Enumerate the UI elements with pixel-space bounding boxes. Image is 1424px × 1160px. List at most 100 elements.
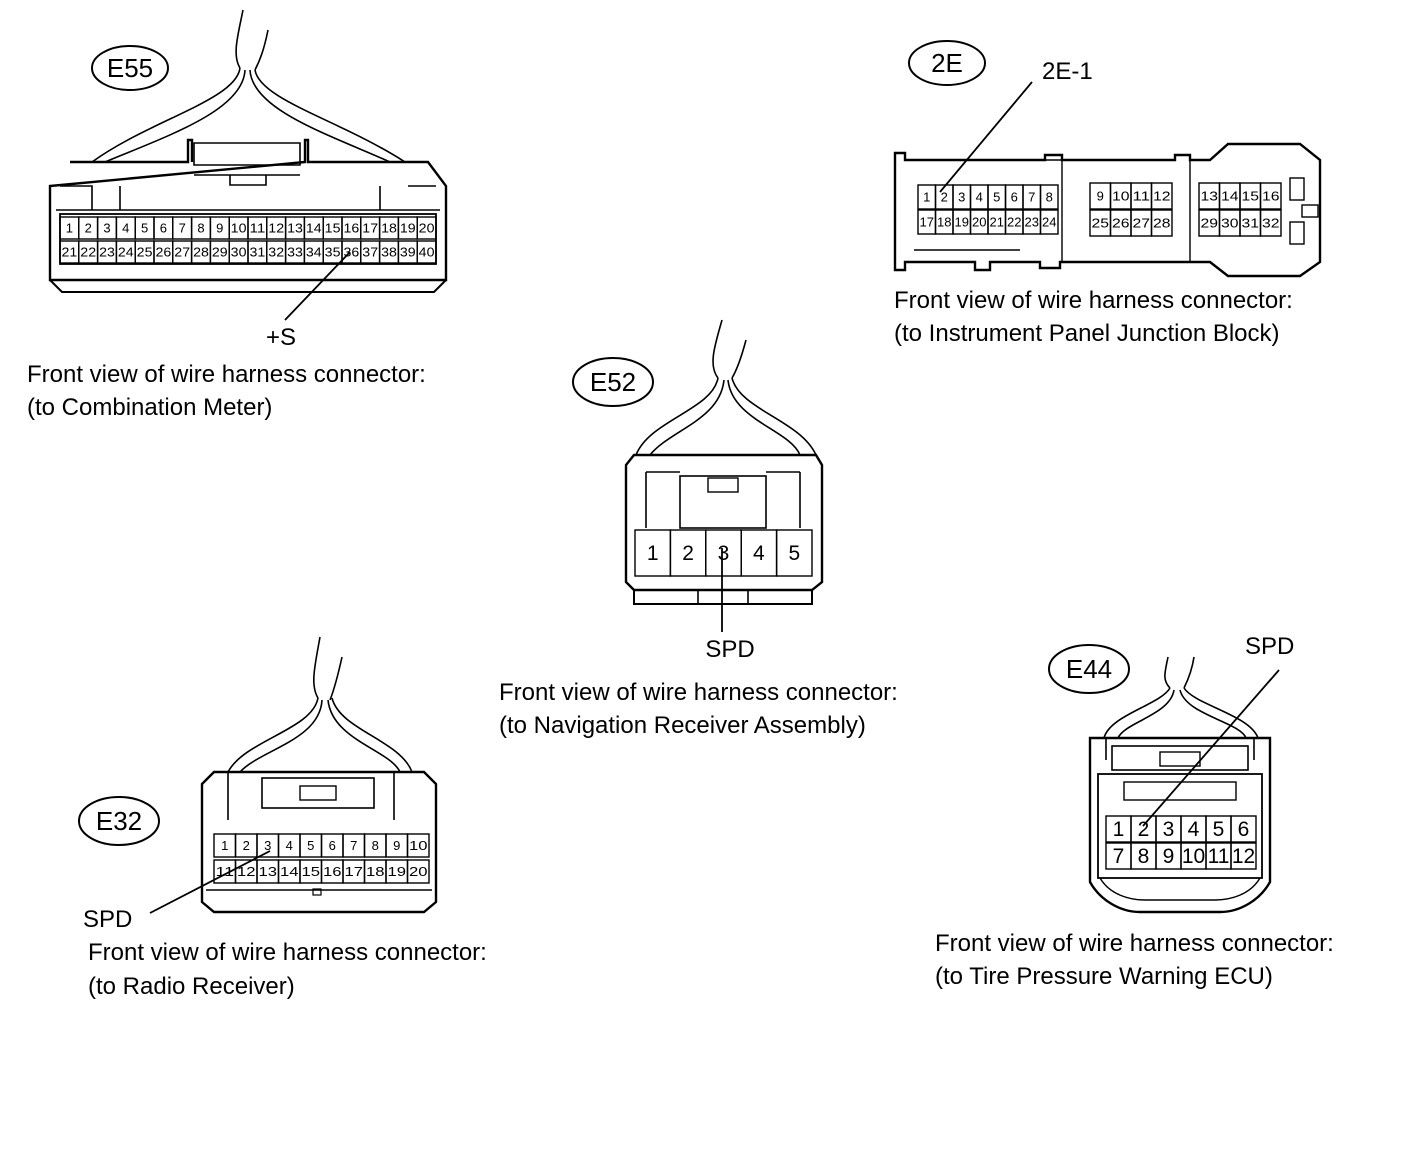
e55-pin-label: 9 (216, 221, 223, 236)
e55-pin-label: 14 (306, 221, 322, 236)
e44-connector-id: E44 (1066, 654, 1112, 684)
e55-pin-label: 12 (268, 221, 284, 236)
e44-pin-label: 12 (1232, 845, 1255, 868)
2e-caption-line1: Front view of wire harness connector: (894, 287, 1293, 314)
e55-pin-label: 24 (118, 245, 134, 260)
e44-pin-label: 3 (1163, 818, 1175, 841)
e55-pin-label: 13 (287, 221, 303, 236)
2e-pin-label: 26 (1112, 216, 1130, 231)
e55-pin-label: 30 (231, 245, 247, 260)
2e-pin-label: 24 (1042, 215, 1057, 230)
2e-pin-label: 23 (1025, 215, 1040, 230)
e44-pin-label: 5 (1213, 818, 1225, 841)
e55-pin-label: 39 (400, 245, 416, 260)
e55-pin-label: 11 (250, 221, 266, 236)
e52-connector-id: E52 (590, 367, 636, 397)
e44-caption-line1: Front view of wire harness connector: (935, 930, 1334, 957)
e44-pin-label: 8 (1138, 845, 1150, 868)
2e-pin-label: 12 (1153, 189, 1171, 204)
e44-pin-label: 1 (1113, 818, 1125, 841)
2e-pin-label: 15 (1242, 189, 1260, 204)
e32-pin-label: 4 (286, 838, 293, 853)
e44-pin-label: 4 (1188, 818, 1200, 841)
2e-connector-id: 2E (931, 48, 963, 78)
2e-pin-label: 4 (976, 190, 983, 205)
2e-pin-label: 10 (1112, 189, 1130, 204)
2e-pin-label: 5 (993, 190, 1000, 205)
2e-pin-label: 25 (1092, 216, 1110, 231)
e55-pin-label: 40 (419, 245, 435, 260)
e55-pin-label: 27 (174, 245, 190, 260)
e32-pin-label: 19 (388, 864, 407, 879)
2e-pin-label: 2 (941, 190, 948, 205)
e55-pin-label: 22 (80, 245, 96, 260)
2e-callout-label: 2E-1 (1042, 58, 1093, 85)
2e-pin-label: 22 (1007, 215, 1022, 230)
e52-pin-label: 5 (788, 542, 800, 565)
2e-pin-cell (1039, 184, 1059, 210)
e32-pin-label: 11 (216, 864, 235, 879)
e44-pin-label: 11 (1208, 845, 1230, 868)
e52-pin-label: 4 (753, 542, 765, 565)
e55-pin-label: 6 (160, 221, 167, 236)
e55-caption-line2: (to Combination Meter) (27, 394, 272, 421)
e32-pin-label: 9 (393, 838, 400, 853)
e32-caption-line2: (to Radio Receiver) (88, 973, 295, 1000)
e44-pin-label: 10 (1182, 845, 1205, 868)
e32-pin-cell (406, 859, 430, 884)
e55-pin-label: 8 (197, 221, 204, 236)
2e-pin-label: 21 (990, 215, 1005, 230)
2e-pin-label: 8 (1046, 190, 1053, 205)
e52-pin-cell (775, 529, 813, 577)
e32-pin-label: 13 (259, 864, 278, 879)
e55-pin-label: 2 (85, 221, 92, 236)
2e-pin-label: 6 (1011, 190, 1018, 205)
e55-caption-line1: Front view of wire harness connector: (27, 361, 426, 388)
e32-pin-label: 15 (302, 864, 321, 879)
2e-pin-label: 29 (1201, 216, 1219, 231)
2e-pin-label: 13 (1201, 189, 1219, 204)
e55-pin-label: 28 (193, 245, 209, 260)
e55-pin-label: 21 (62, 245, 78, 260)
e55-pin-label: 34 (306, 245, 322, 260)
e55-pin-label: 35 (325, 245, 341, 260)
2e-pin-label: 3 (958, 190, 965, 205)
e32-pin-label: 20 (409, 864, 428, 879)
e55-pin-label: 4 (122, 221, 129, 236)
2e-pin-label: 27 (1133, 216, 1151, 231)
2e-pin-label: 17 (920, 215, 935, 230)
e44-pin-label: 6 (1238, 818, 1250, 841)
e52-pin-label: 2 (682, 542, 694, 565)
e32-pin-label: 8 (372, 838, 379, 853)
e32-callout-label: SPD (83, 906, 132, 933)
2e-pin-label: 1 (923, 190, 930, 205)
e55-pin-label: 7 (179, 221, 186, 236)
e55-pin-label: 26 (156, 245, 172, 260)
e55-pin-label: 16 (344, 221, 360, 236)
2e-pin-label: 16 (1262, 189, 1280, 204)
e32-connector-id: E32 (96, 806, 142, 836)
e52-caption-line2: (to Navigation Receiver Assembly) (499, 712, 866, 739)
2e-pin-label: 32 (1262, 216, 1280, 231)
e44-pin-cell (1230, 842, 1257, 870)
2e-pin-cell (1150, 209, 1173, 237)
e32-pin-label: 16 (323, 864, 342, 879)
e32-pin-label: 2 (243, 838, 250, 853)
e55-pin-label: 32 (268, 245, 284, 260)
e55-pin-label: 19 (400, 221, 416, 236)
2e-pin-cell (1150, 182, 1173, 210)
e55-connector-id: E55 (107, 53, 153, 83)
e32-pin-label: 5 (307, 838, 314, 853)
e55-pin-label: 29 (212, 245, 228, 260)
e32-pin-label: 7 (350, 838, 357, 853)
e44-pin-label: 9 (1163, 845, 1175, 868)
e32-caption-line1: Front view of wire harness connector: (88, 939, 487, 966)
2e-pin-cell (1259, 182, 1282, 210)
